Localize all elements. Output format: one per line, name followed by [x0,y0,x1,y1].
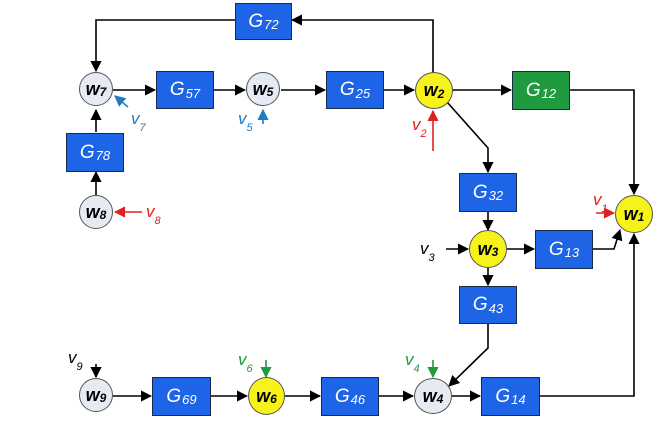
input-label-v3: v3 [420,239,435,265]
input-label-v1: v1 [593,190,608,216]
input-label-v7: v7 [131,109,146,135]
input-label-v9: v9 [68,348,83,374]
input-label-v4: v4 [405,350,420,376]
edge-g12-w1 [570,89,640,196]
edge-g14-w1 [540,232,640,397]
input-label-v5: v5 [238,109,253,135]
input-label-v8: v8 [146,202,161,228]
input-arrow-v7 [114,95,129,108]
edge-g43-w4 [448,324,489,387]
input-label-v6: v6 [238,350,253,376]
edge-g13-w1 [592,228,623,250]
input-label-v2: v2 [412,115,427,141]
edge-w2-g32 [446,101,494,174]
edge-w2-g72 [290,14,434,73]
edge-g72-w7 [90,19,235,73]
